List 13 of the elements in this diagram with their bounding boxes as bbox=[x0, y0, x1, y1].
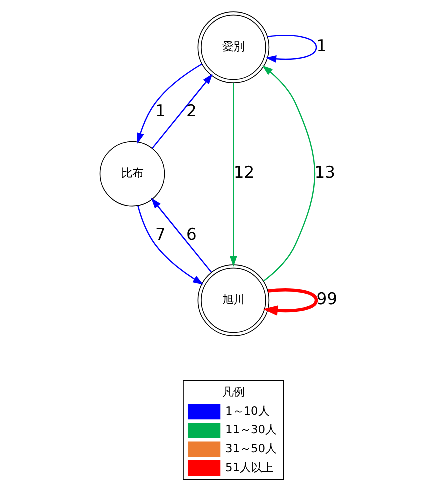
edge-label: 7 bbox=[155, 224, 166, 244]
edge-label: 6 bbox=[186, 224, 197, 244]
legend-label: 11～30人 bbox=[226, 422, 277, 437]
label: 凡例 bbox=[222, 385, 244, 400]
edge-label: 13 bbox=[314, 163, 336, 182]
edge-label: 1 bbox=[316, 36, 328, 56]
edge-label: 12 bbox=[234, 163, 255, 182]
edge-label: 1 bbox=[155, 102, 166, 121]
edge-label: 99 bbox=[316, 290, 338, 309]
legend-label: 31～50人 bbox=[226, 441, 277, 456]
legend-label: 1～10人 bbox=[226, 404, 270, 418]
legend-label: 51人以上 bbox=[226, 460, 274, 474]
edge-label: 2 bbox=[186, 102, 197, 121]
